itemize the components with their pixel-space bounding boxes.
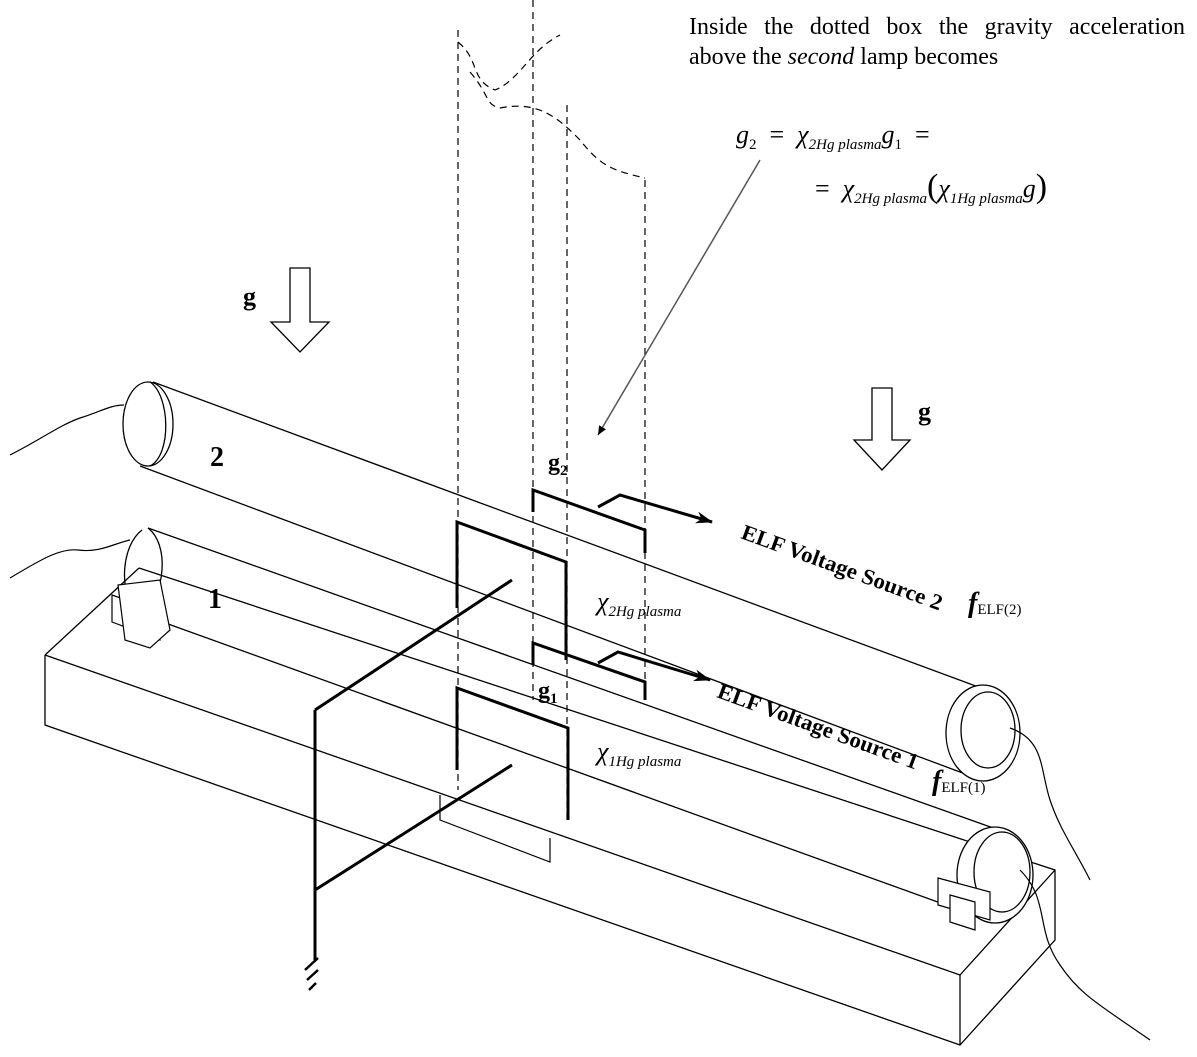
label-lamp-1: 1 (208, 584, 222, 615)
label-f2-letter: f (968, 588, 980, 619)
label-elf-source-2: ELF Voltage Source 2 (738, 519, 946, 615)
eq-g1: g (881, 120, 895, 149)
gravity-arrow-right (852, 387, 912, 471)
base-box (44, 567, 1056, 1046)
eq-chi-1: χ (938, 174, 950, 203)
label-g2-letter: g (548, 450, 560, 476)
label-f1-letter: f (932, 766, 944, 797)
explanation-note: Inside the dotted box the gravity accele… (689, 12, 1185, 72)
label-g1-letter: g (538, 678, 550, 704)
label-chi-1: χ1Hg plasma (594, 737, 681, 770)
lamp-2-left-wire (9, 404, 125, 456)
ground-symbol (304, 957, 319, 991)
note-text-end: lamp becomes (854, 44, 999, 70)
eq-equals-end: = (915, 120, 930, 149)
eq-chi-2b-sub: 2Hg plasma (854, 191, 928, 207)
label-lamp-2: 2 (210, 442, 224, 473)
label-g1-sub: 1 (550, 691, 558, 707)
eq-g2-sub: 2 (749, 137, 757, 153)
eq-paren-open: ( (927, 168, 939, 205)
gravity-arrow-left (269, 267, 331, 353)
label-g1: g1 (538, 678, 558, 707)
lamp-1-left-holder (111, 579, 171, 649)
eq-chi-2b: χ (842, 174, 855, 203)
dotted-box (457, 0, 646, 820)
note-emphasis: second (787, 44, 855, 70)
label-g-right: g (918, 397, 931, 426)
equation-line-1: g2 = χ2Hg plasmag1 = (736, 120, 930, 154)
eq-equals-1: = (769, 120, 785, 149)
label-chi-2-symbol: χ (594, 587, 609, 616)
lamp-2-right-wire (1009, 727, 1091, 881)
label-f-elf-1: fELF(1) (932, 766, 986, 797)
lamp-1-right-wire (1019, 869, 1151, 1041)
label-g2: g2 (548, 450, 568, 479)
label-chi-1-symbol: χ (594, 737, 609, 766)
eq-chi-1-sub: 1Hg plasma (949, 191, 1023, 207)
eq-equals-2: = (815, 174, 830, 203)
eq-chi-2-sub: 2Hg plasma (808, 137, 882, 153)
pointer-line (597, 159, 761, 436)
label-elf-source-1: ELF Voltage Source 1 (714, 678, 922, 774)
label-g2-sub: 2 (560, 463, 568, 479)
label-chi-2-sub: 2Hg plasma (608, 604, 681, 620)
label-chi-2: χ2Hg plasma (594, 587, 681, 620)
label-f2-sub: ELF(2) (977, 602, 1021, 618)
note-text-start: Inside the dotted box the gravity accele… (689, 14, 1185, 70)
eq-g: g (1022, 174, 1036, 203)
lamp-1-right-holder (937, 877, 991, 931)
lamp-2-plates (455, 487, 713, 660)
eq-chi-2: χ (797, 120, 809, 149)
label-chi-1-sub: 1Hg plasma (608, 754, 681, 770)
eq-g2: g (736, 120, 749, 149)
label-f-elf-2: fELF(2) (968, 588, 1022, 619)
eq-paren-close: ) (1035, 168, 1048, 205)
eq-g1-sub: 1 (894, 137, 903, 153)
equation-line-2: = χ2Hg plasma(χ1Hg plasmag) (815, 168, 1047, 208)
ground-conductor (313, 578, 513, 960)
lamp-1-plates (439, 640, 711, 863)
label-g-left: g (243, 282, 256, 311)
lamp-1-left-wire (9, 539, 131, 579)
label-f1-sub: ELF(1) (941, 780, 985, 796)
